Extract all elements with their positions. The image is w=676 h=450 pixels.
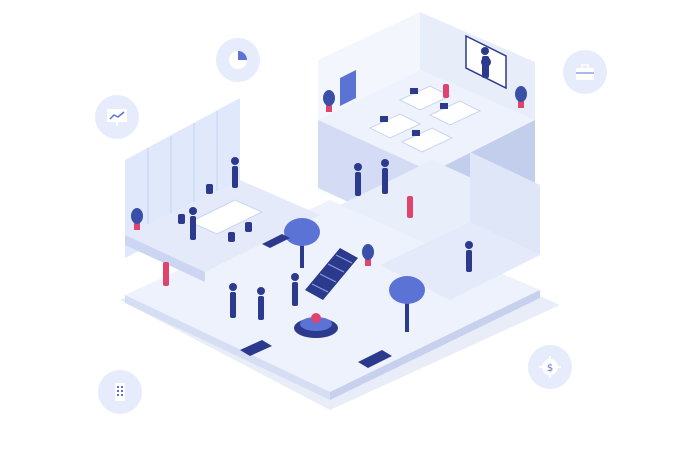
- office-building-icon: [115, 383, 125, 401]
- tree-left: [284, 218, 320, 268]
- lower-floor-edge-right: [330, 290, 540, 400]
- building-badge: [98, 370, 142, 414]
- presentation-board-icon: [107, 109, 127, 126]
- meeting-floor-side: [125, 235, 205, 282]
- lower-right-wall: [470, 152, 540, 255]
- briefcase-badge: [563, 50, 607, 94]
- upper-desks: [368, 85, 482, 153]
- pie-chart-badge: [216, 38, 260, 82]
- glass-wall-left: [125, 98, 240, 258]
- briefcase-icon: [576, 64, 594, 80]
- meeting-table: [188, 199, 264, 235]
- meeting-chairs: [178, 184, 252, 242]
- dollar-gear-icon: $: [539, 356, 561, 378]
- benches: [240, 234, 392, 368]
- people: [163, 47, 489, 320]
- potted-plants: [131, 86, 527, 266]
- tree-right: [389, 276, 425, 332]
- pie-chart-icon: [229, 51, 247, 69]
- upper-monitors: [380, 88, 448, 136]
- upper-floor: [318, 70, 535, 172]
- escalator-steps: [311, 254, 353, 293]
- lower-floor-edge-left: [125, 295, 330, 400]
- dollar-gear-badge: $: [528, 345, 572, 389]
- presentation-badge: [95, 95, 139, 139]
- svg-text:$: $: [547, 363, 553, 374]
- door: [340, 70, 356, 106]
